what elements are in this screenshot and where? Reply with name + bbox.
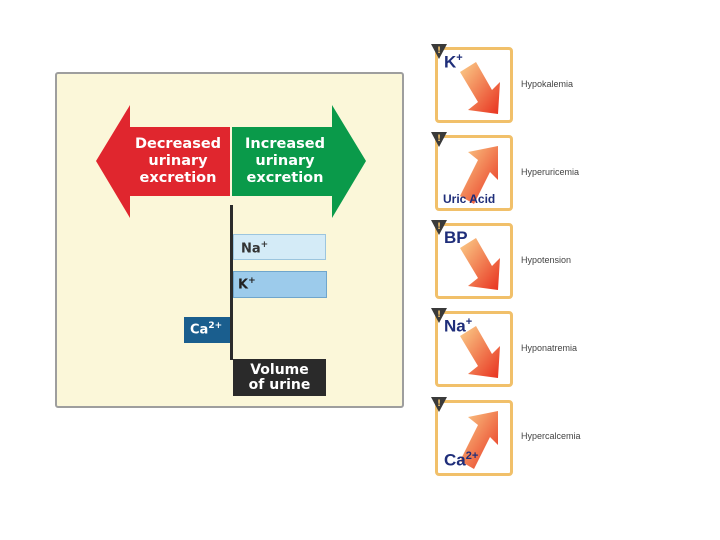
increased-excretion-label: Increased urinary excretion — [235, 136, 335, 187]
tile-symbol: K — [444, 52, 457, 72]
tile-0: !K+ — [431, 44, 513, 123]
calcium-symbol: Ca — [190, 322, 209, 338]
tile-symbol: Na — [444, 316, 466, 336]
tile-charge: + — [456, 52, 463, 64]
svg-text:!: ! — [437, 310, 441, 320]
warning-icon: ! — [431, 308, 447, 323]
increased-line-3: excretion — [246, 170, 324, 186]
condition-label: Hypokalemia — [521, 79, 574, 89]
increased-line-2: urinary — [255, 153, 315, 169]
tile-symbol: BP — [444, 228, 468, 247]
tile-label-0: K+ — [444, 52, 463, 73]
trend-arrow-icon — [460, 411, 498, 469]
svg-text:!: ! — [437, 399, 441, 409]
decreased-line-1: Decreased — [134, 136, 222, 152]
calcium-charge: 2+ — [208, 321, 223, 331]
tile-2: !BP — [431, 220, 513, 299]
increased-line-1: Increased — [245, 136, 325, 152]
baseline-axis — [230, 205, 233, 360]
tile-charge: + — [465, 316, 473, 328]
trend-arrow-icon — [460, 146, 498, 204]
tile-label-1: Uric Acid — [443, 192, 495, 206]
potassium-bar: K+ — [233, 271, 327, 298]
trend-arrow-icon — [460, 62, 500, 114]
urine-volume-bar — [233, 359, 326, 396]
warning-icon: ! — [431, 397, 447, 412]
tile-symbol: Ca — [444, 450, 466, 470]
tile-label-4: Ca2+ — [444, 450, 478, 471]
warning-icon: ! — [431, 220, 447, 235]
tile-label-2: BP — [444, 228, 468, 248]
condition-label: Hyponatremia — [521, 343, 578, 353]
sodium-symbol: Na — [241, 241, 261, 257]
urine-volume-label: Volume of urine — [233, 363, 326, 393]
svg-text:!: ! — [437, 222, 441, 232]
sodium-bar: Na+ — [233, 234, 326, 260]
tile-charge: 2+ — [465, 450, 479, 462]
potassium-charge: + — [248, 276, 256, 286]
increased-excretion-arrow — [232, 105, 366, 218]
potassium-symbol: K — [238, 277, 249, 293]
tile-label-3: Na+ — [444, 316, 472, 337]
tile-4: ! Ca2+ — [431, 397, 513, 476]
warning-icon: ! — [431, 132, 447, 147]
volume-line-2: of urine — [248, 377, 311, 393]
sodium-charge: + — [260, 240, 269, 250]
svg-text:!: ! — [437, 46, 441, 56]
volume-line-1: Volume — [250, 362, 309, 378]
tile-3: !Na+ — [431, 308, 513, 387]
condition-label: Hypercalcemia — [521, 431, 581, 441]
decreased-excretion-label: Decreased urinary excretion — [128, 136, 228, 187]
decreased-line-2: urinary — [148, 153, 208, 169]
svg-text:!: ! — [437, 134, 441, 144]
tile-symbol: Uric Acid — [443, 192, 496, 206]
decreased-excretion-arrow — [96, 105, 230, 218]
condition-label: Hypotension — [521, 255, 572, 265]
decreased-line-3: excretion — [139, 170, 217, 186]
trend-arrow-icon — [460, 238, 500, 290]
trend-arrow-icon — [460, 326, 500, 378]
tile-1: ! Uric Acid — [431, 132, 513, 211]
condition-label: Hyperuricemia — [521, 167, 580, 177]
warning-icon: ! — [431, 44, 447, 59]
calcium-bar: Ca2+ — [184, 317, 230, 343]
